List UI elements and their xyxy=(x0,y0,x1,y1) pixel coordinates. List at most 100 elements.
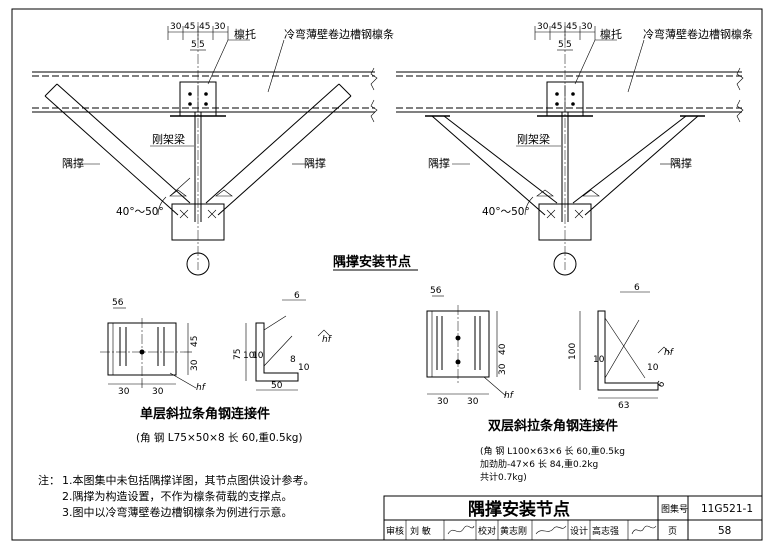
title-block-title: 隅撑安装节点 xyxy=(468,499,570,520)
dim-h1: 30 xyxy=(498,363,508,375)
weld-hf: hf xyxy=(664,348,675,358)
note-item: 3.图中以冷弯薄壁卷边槽钢檩条为例进行示意。 xyxy=(62,505,293,519)
dim-top: 56 xyxy=(112,298,124,308)
dim-h2: 45 xyxy=(190,336,200,347)
dim-side-63: 63 xyxy=(618,401,629,411)
design-signature xyxy=(631,525,657,535)
double-spec-line: 共计0.7kg) xyxy=(480,471,527,483)
bolt-group xyxy=(188,85,208,112)
weld-hf: hf xyxy=(322,335,333,345)
label-brace-left: 隅撑 xyxy=(428,156,450,170)
design-label: 设计 xyxy=(570,525,588,537)
purlin-tie-rod-circle xyxy=(553,252,577,276)
note-item: 2.隅撑为构造设置，不作为檩条荷载的支撑点。 xyxy=(62,489,293,503)
label-purlin: 冷弯薄壁卷边槽钢檩条 xyxy=(643,27,753,41)
dim-text: 5 xyxy=(199,40,205,50)
angle-label: 40°～50° xyxy=(116,206,164,218)
dim-text: 30 xyxy=(170,22,182,32)
dim-w1: 30 xyxy=(118,387,130,397)
dim-h1: 30 xyxy=(190,359,200,371)
page-label: 页 xyxy=(668,526,677,537)
weld-size: 6 xyxy=(294,291,300,301)
note-item: 1.本图集中未包括隅撑详图，其节点图供设计参考。 xyxy=(62,473,315,487)
title-block: 隅撑安装节点 图集号 11G521-1 审核 刘 敏 校对 黄志刚 设计 高志强… xyxy=(383,495,763,541)
dim-text: 5 xyxy=(566,40,572,50)
purlin xyxy=(396,67,744,123)
dim-w1: 30 xyxy=(437,397,449,407)
brace-right xyxy=(205,83,352,216)
dim-side-100: 100 xyxy=(568,343,578,360)
review-name: 刘 敏 xyxy=(410,525,431,537)
double-title: 双层斜拉条角钢连接件 xyxy=(488,418,618,434)
label-frame-beam: 刚架梁 xyxy=(152,132,185,146)
dim-text: 45 xyxy=(184,22,195,32)
brace-left xyxy=(425,115,558,216)
dim-side-10a: 10 xyxy=(593,355,605,365)
brace-left xyxy=(44,83,191,216)
dim-top: 56 xyxy=(430,286,442,296)
dim-side-75: 75 xyxy=(233,349,243,360)
review-signature xyxy=(447,525,475,535)
dim-text: 5 xyxy=(558,40,564,50)
connection-plate xyxy=(538,203,592,241)
dim-side-6: 6 xyxy=(656,379,668,389)
single-title: 单层斜拉条角钢连接件 xyxy=(140,406,270,422)
notes: 注： 1.本图集中未包括隅撑详图，其节点图供设计参考。 2.隅撑为构造设置，不作… xyxy=(38,473,315,519)
brace-right xyxy=(572,115,705,216)
top-dimensions: 30 45 45 30 5 5 xyxy=(534,22,596,51)
atlas-number: 11G521-1 xyxy=(701,503,753,515)
purlin xyxy=(32,67,378,123)
dim-text: 45 xyxy=(199,22,210,32)
dim-text: 30 xyxy=(537,22,549,32)
check-signature xyxy=(535,525,567,535)
check-label: 校对 xyxy=(478,525,496,537)
section-title: 隅撑安装节点 xyxy=(333,254,411,270)
bolt-group xyxy=(555,85,575,112)
angle-side-view xyxy=(597,310,659,391)
dim-w2: 30 xyxy=(467,397,479,407)
dim-side-10b: 10 xyxy=(243,351,255,361)
dim-side-50: 50 xyxy=(271,381,283,391)
label-brace-left: 隅撑 xyxy=(62,156,84,170)
label-purlin-bracket: 檩托 xyxy=(234,27,256,41)
dim-side-10a: 10 xyxy=(252,351,264,361)
dim-side-10b: 10 xyxy=(647,363,659,373)
weld-hf: hf xyxy=(504,391,515,401)
double-spec-line: 加劲肋-47×6 长 84,重0.2kg xyxy=(480,458,598,470)
label-frame-beam: 刚架梁 xyxy=(517,132,550,146)
dim-text: 5 xyxy=(191,40,197,50)
check-name: 黄志刚 xyxy=(500,525,527,537)
purlin-tie-rod-circle xyxy=(186,252,210,276)
dim-text: 45 xyxy=(566,22,577,32)
design-name: 高志强 xyxy=(592,525,619,537)
notes-prefix: 注： xyxy=(38,473,60,487)
top-dimensions: 30 45 45 30 5 5 xyxy=(167,22,229,51)
dim-h2: 40 xyxy=(498,343,508,355)
connection-plate xyxy=(171,203,225,241)
dim-side-10c: 10 xyxy=(298,363,310,373)
brace-detail-right: 30 45 45 30 5 5 檩托 冷弯薄壁卷边槽钢檩条 刚架梁 隅撑 隅撑 … xyxy=(396,22,753,276)
brace-detail-left: 30 45 45 30 5 5 檩托 冷弯薄壁卷边槽钢檩条 刚架梁 隅撑 隅撑 … xyxy=(32,22,394,276)
double-layer-connector: 56 40 30 30 30 hf 100 10 10 6 63 6 hf 双层… xyxy=(426,283,675,483)
weld-hf: hf xyxy=(196,383,207,393)
review-label: 审核 xyxy=(386,525,404,537)
single-layer-connector: 56 45 30 30 30 hf 75 10 10 8 10 50 6 hf … xyxy=(100,291,333,444)
dim-text: 45 xyxy=(551,22,562,32)
label-brace-right: 隅撑 xyxy=(304,156,326,170)
angle-side-view xyxy=(255,322,299,382)
page-number: 58 xyxy=(718,525,731,537)
dim-w2: 30 xyxy=(152,387,164,397)
label-purlin-bracket: 檩托 xyxy=(600,27,622,41)
single-spec: (角 钢 L75×50×8 长 60,重0.5kg) xyxy=(136,431,303,444)
weld-size: 6 xyxy=(634,283,640,293)
dim-text: 30 xyxy=(581,22,593,32)
label-purlin: 冷弯薄壁卷边槽钢檩条 xyxy=(284,27,394,41)
double-spec-line: (角 钢 L100×63×6 长 60,重0.5kg xyxy=(480,445,625,457)
atlas-label: 图集号 xyxy=(661,503,688,515)
label-brace-right: 隅撑 xyxy=(670,156,692,170)
angle-label: 40°～50° xyxy=(482,206,530,218)
dim-text: 30 xyxy=(214,22,226,32)
dim-side-8: 8 xyxy=(290,355,296,365)
